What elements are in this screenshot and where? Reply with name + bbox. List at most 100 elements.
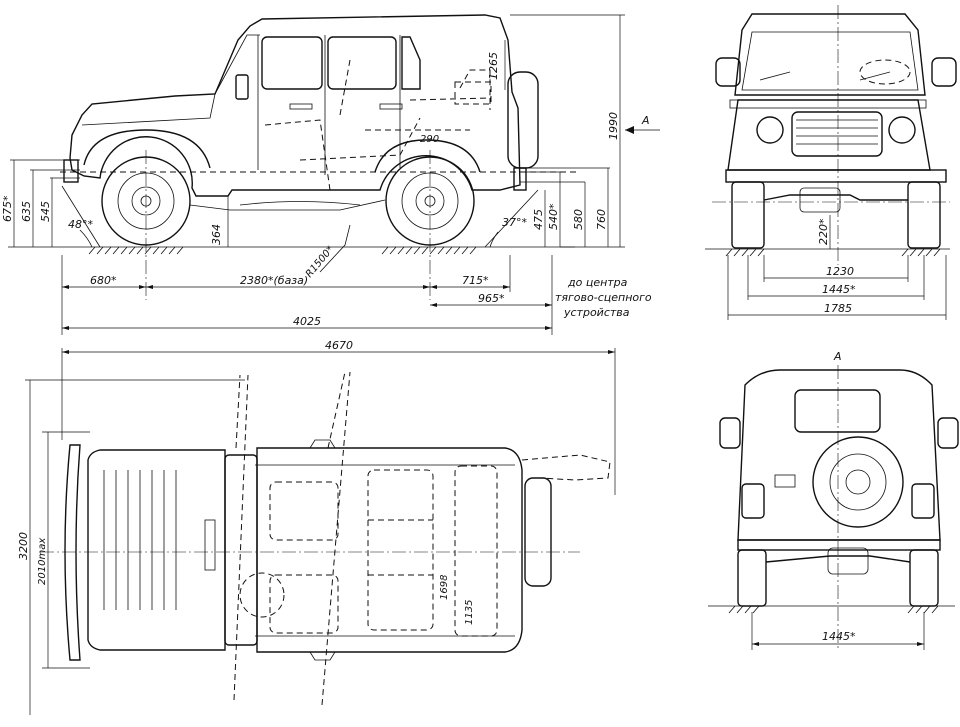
rear-left-mirror: [719, 417, 741, 449]
grille-slats: [796, 119, 878, 145]
hidden-wheel-outline: [859, 59, 911, 85]
departure-angle-arc: [489, 231, 499, 248]
rear-spare-rim: [829, 453, 887, 511]
rear-view-label: A: [833, 350, 842, 363]
angle-front-label: 48°*: [68, 218, 93, 231]
dim-675: 675*: [1, 195, 14, 222]
top-body-outline: [256, 447, 523, 653]
front-seat-left: [269, 481, 339, 541]
dim-475: 475: [532, 209, 545, 230]
front-differential: [799, 187, 841, 213]
rear-left-wheel: [737, 549, 767, 607]
front-right-wheel: [907, 181, 941, 249]
underbody-arc: [239, 201, 361, 206]
view-arrow-head: [625, 126, 634, 134]
dim-364: 364: [210, 224, 223, 245]
rear-cab-outline: [737, 369, 941, 541]
front-left-wheel: [731, 181, 765, 249]
spare-wheel-swing: [521, 454, 611, 481]
rear-spare-wheel: [812, 436, 904, 528]
rear-bumper-face: [737, 539, 941, 551]
right-height-dims: [504, 14, 625, 248]
rear-seat: [367, 469, 434, 631]
wipers: [759, 71, 891, 81]
rear-view: A 1445*: [708, 350, 959, 650]
dim-1265: 1265: [487, 52, 500, 80]
hood-vents: [103, 470, 177, 610]
rear-ground-hatch: [728, 605, 939, 614]
dim-3200: 3200: [17, 532, 30, 560]
right-tail-light: [911, 483, 935, 519]
towbar-note-line2: тягово-сцепного: [555, 291, 652, 304]
front-view: 220* 1230 1445* 1785: [705, 5, 957, 320]
rear-seat-dividers: [368, 519, 433, 576]
towbar-note-line1: до центра: [567, 276, 628, 289]
view-arrow-label: A: [641, 114, 650, 127]
dim-1135: 1135: [464, 600, 475, 625]
windshield-frame: [214, 34, 260, 95]
top-roof-edges: [255, 464, 515, 637]
hidden-interior-lines: [264, 59, 491, 191]
top-dims: [25, 348, 616, 715]
plate-light: [774, 474, 796, 488]
windshield: [741, 31, 919, 91]
rear-door-handle: [379, 103, 403, 110]
dim-715: 715*: [462, 274, 489, 287]
radiator-grille: [791, 111, 883, 157]
front-fender: [83, 129, 211, 169]
rear-right-wheel: [909, 549, 939, 607]
front-width-dims: [727, 255, 947, 320]
front-seat-right: [269, 574, 339, 634]
hood-line: [81, 93, 216, 126]
rear-axle: [765, 555, 911, 563]
hood-edge: [729, 99, 927, 109]
dim-1698: 1698: [439, 575, 450, 600]
dim-540: 540*: [547, 203, 560, 230]
left-mirror: [715, 57, 741, 87]
dim-r1500: R1500*: [304, 244, 336, 280]
approach-angle-arc: [79, 229, 93, 248]
steering-wheel: [239, 572, 285, 618]
left-height-dims: [8, 159, 80, 248]
dim-635: 635: [20, 201, 33, 222]
dim-1990: 1990: [607, 112, 620, 140]
dim-2010: 2010max: [37, 538, 48, 585]
rear-window: [794, 389, 881, 433]
dim-1445-rear: 1445*: [822, 630, 856, 643]
top-hood: [87, 449, 226, 651]
front-door-handle: [289, 103, 313, 110]
towbar-note: до центра тягово-сцепного устройства: [555, 276, 652, 319]
right-mirror: [931, 57, 957, 87]
rear-door-window: [327, 36, 397, 90]
top-mirrors: [309, 439, 336, 661]
front-cab-outline: [734, 13, 926, 96]
dim-580: 580: [572, 209, 585, 230]
dim-wheelbase: 2380*(база): [240, 274, 308, 287]
side-body-outline: [69, 14, 521, 197]
dim-1445-front: 1445*: [822, 283, 856, 296]
top-windshield: [224, 454, 258, 646]
dim-1785: 1785: [824, 302, 852, 315]
dim-220: 220*: [817, 218, 830, 245]
radius-leader: [319, 224, 351, 273]
approach-angle-line: [61, 185, 101, 248]
right-headlight: [888, 116, 916, 144]
door-seams: [257, 35, 401, 175]
dim-4025: 4025: [293, 315, 321, 328]
underbody-line: [189, 199, 386, 211]
front-axle: [763, 194, 908, 201]
left-headlight: [756, 116, 784, 144]
hidden-fuel-tank: [454, 81, 492, 105]
side-mirror: [235, 74, 249, 100]
spare-wheel: [507, 71, 539, 169]
front-door-window: [261, 36, 323, 90]
ground-hatch-rear: [381, 246, 477, 255]
angle-rear-label: 37°*: [502, 216, 527, 229]
dim-1230: 1230: [826, 265, 854, 278]
dim-290: 290: [420, 134, 439, 145]
towbar-note-line3: устройства: [563, 306, 630, 319]
left-tail-light: [741, 483, 765, 519]
rear-spare-hub: [845, 469, 871, 495]
